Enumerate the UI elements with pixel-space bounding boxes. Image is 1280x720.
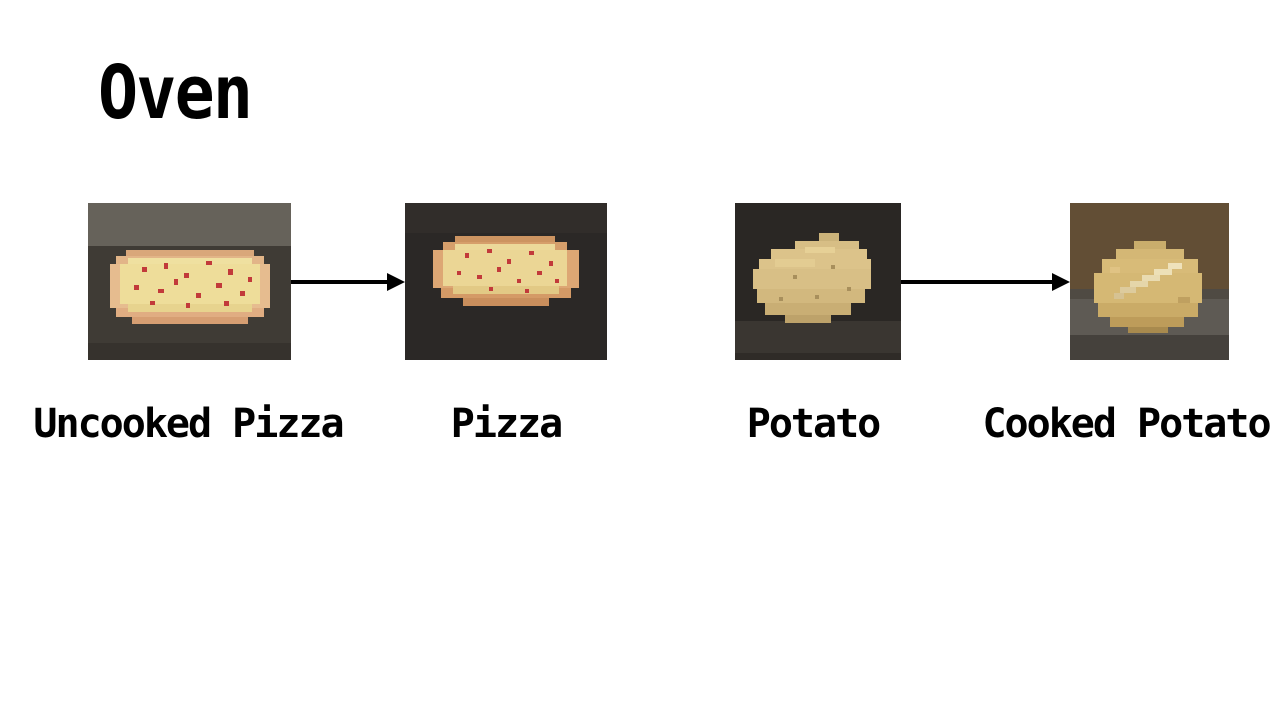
pizza-label: Pizza (450, 401, 563, 447)
uncooked-pizza-icon (88, 203, 291, 360)
potato-label: Potato (746, 401, 882, 447)
pizza-icon (405, 203, 607, 360)
recipe-arrow-icon (291, 272, 405, 292)
cooked-potato-label: Cooked Potato (982, 401, 1271, 447)
cooked-potato-icon (1070, 203, 1229, 360)
potato-icon (735, 203, 901, 360)
recipe-arrow-icon (901, 272, 1070, 292)
page-title: Oven (98, 50, 253, 136)
uncooked-pizza-label: Uncooked Pizza (33, 401, 344, 447)
